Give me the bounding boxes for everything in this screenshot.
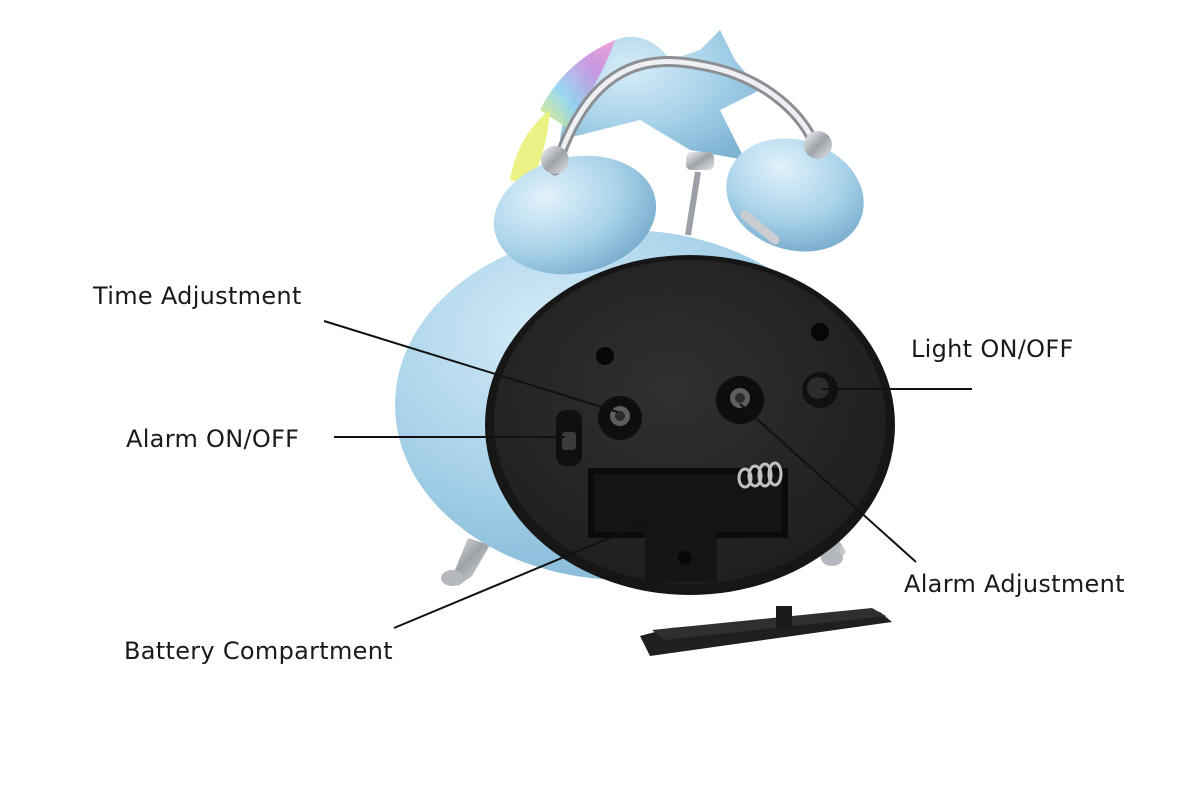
alarm-on-off-label: Alarm ON/OFF (126, 425, 300, 453)
alarm-adjustment-label: Alarm Adjustment (904, 570, 1125, 598)
back-panel (485, 255, 895, 595)
light-on-off-label: Light ON/OFF (911, 335, 1074, 363)
leader-lines (323, 320, 972, 629)
hammer (685, 152, 780, 245)
battery-compartment-label: Battery Compartment (124, 637, 393, 665)
leader-battery-compartment (393, 521, 649, 629)
carry-handle (541, 56, 832, 176)
leader-alarm-adjustment (739, 403, 917, 563)
battery-cover (640, 606, 892, 656)
leader-time-adjustment (323, 320, 619, 413)
time-adjustment-label: Time Adjustment (93, 282, 302, 310)
